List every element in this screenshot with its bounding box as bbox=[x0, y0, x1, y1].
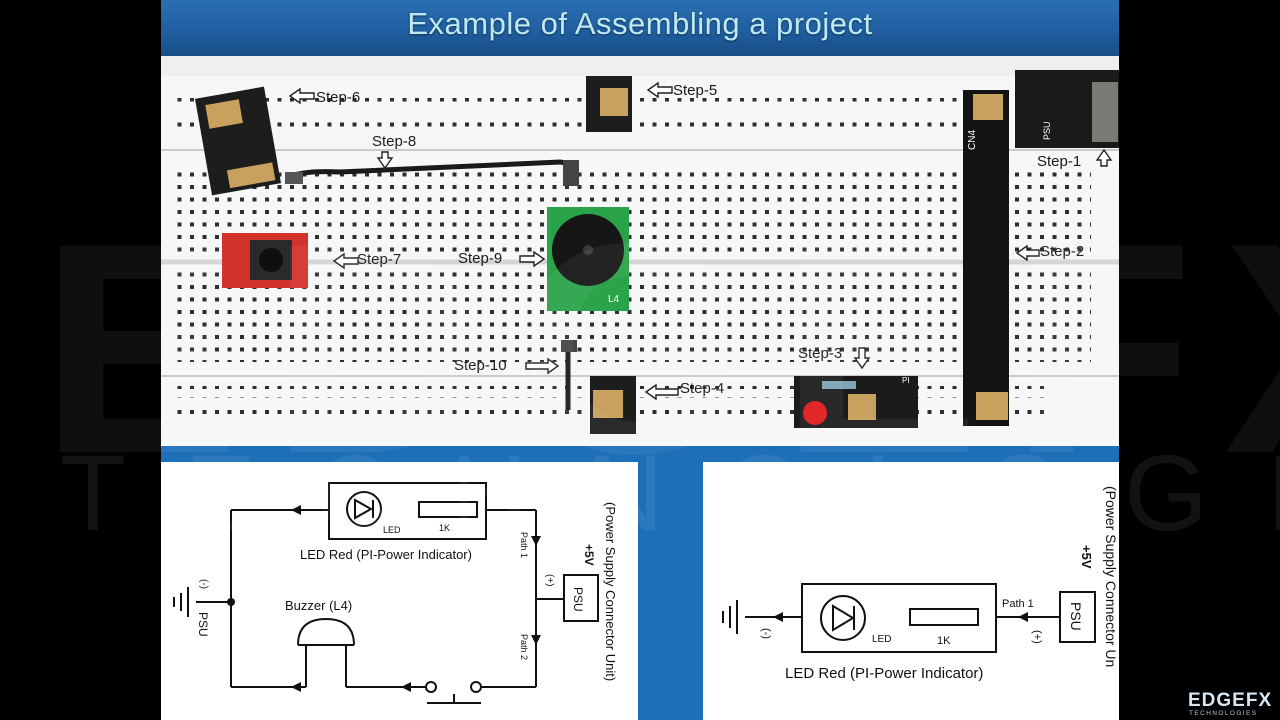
step-10-label: Step-10 bbox=[454, 357, 507, 374]
d1-plus: (+) bbox=[544, 574, 555, 587]
jumper-wire bbox=[286, 159, 573, 181]
components-layer: L4 CN4 PSU PI bbox=[195, 70, 1119, 434]
d2-psu-box-label: PSU bbox=[1068, 602, 1084, 631]
psu-board-label: PSU bbox=[1042, 121, 1052, 140]
step-4-arrow bbox=[644, 383, 679, 401]
cn-board-step6 bbox=[195, 86, 281, 196]
logo-text: EDGEFX bbox=[1188, 690, 1273, 711]
step-7-arrow bbox=[332, 252, 359, 270]
l4-label: L4 bbox=[608, 294, 620, 305]
step-7-label: Step-7 bbox=[357, 251, 401, 268]
step-6-label: Step-6 bbox=[316, 89, 360, 106]
pi-label: PI bbox=[902, 376, 910, 385]
step-3-arrow bbox=[853, 347, 871, 370]
edgefx-logo: EDGEFX TECHNOLOGIES bbox=[1188, 690, 1276, 718]
d2-led-caption: LED Red (PI-Power Indicator) bbox=[785, 665, 983, 682]
step-4-label: Step-4 bbox=[680, 380, 724, 397]
circuit-diagram-1: LED Red (PI-Power Indicator) LED 1K +5V … bbox=[161, 462, 638, 720]
psu-board: PSU bbox=[1015, 70, 1119, 148]
slide-title: Example of Assembling a project bbox=[407, 6, 873, 41]
cn1-board-top bbox=[586, 76, 632, 132]
step-1-arrow bbox=[1095, 148, 1113, 167]
d1-buzzer-label: Buzzer (L4) bbox=[285, 598, 352, 613]
step-3-label: Step-3 bbox=[798, 345, 842, 362]
d1-plus5v: +5V bbox=[582, 544, 596, 566]
step-5-label: Step-5 bbox=[673, 82, 717, 99]
step-10-arrow bbox=[525, 357, 560, 375]
step-1-label: Step-1 bbox=[1037, 153, 1081, 170]
d1-path2: Path 2 bbox=[519, 634, 529, 660]
d2-led-label: LED bbox=[872, 634, 891, 645]
title-bar: Example of Assembling a project bbox=[161, 0, 1119, 56]
d1-minus: (-) bbox=[198, 579, 209, 589]
step-8-arrow bbox=[376, 151, 394, 170]
d1-res-label: 1K bbox=[439, 523, 450, 533]
buzzer-board: L4 bbox=[547, 207, 629, 311]
d1-psu-box-label: PSU bbox=[571, 587, 585, 612]
step-6-arrow bbox=[288, 87, 315, 105]
logo-subtext: TECHNOLOGIES bbox=[1189, 710, 1258, 717]
d1-psu-left: PSU bbox=[196, 612, 210, 637]
d2-res-label: 1K bbox=[937, 635, 951, 647]
d1-led-caption: LED Red (PI-Power Indicator) bbox=[300, 547, 472, 562]
led-board: PI bbox=[794, 376, 918, 428]
short-wire-top bbox=[561, 340, 577, 352]
watermark-tagline: TECHNOLOGIES bbox=[60, 432, 1280, 553]
d2-path1: Path 1 bbox=[1002, 598, 1034, 610]
d1-led-label: LED bbox=[383, 525, 401, 535]
cn4-label: CN4 bbox=[967, 130, 978, 150]
cn4-strip: CN4 bbox=[963, 90, 1009, 426]
step-2-arrow bbox=[1015, 244, 1040, 262]
step-8-label: Step-8 bbox=[372, 133, 416, 150]
d2-plus: (+) bbox=[1031, 630, 1043, 644]
step-9-label: Step-9 bbox=[458, 250, 502, 267]
watermark-logo: EDGEFX bbox=[40, 180, 1280, 516]
d2-minus: (-) bbox=[760, 628, 772, 639]
wire-end-right bbox=[563, 160, 579, 186]
push-button-board bbox=[222, 233, 308, 288]
circuit-diagram-2: LED Red (PI-Power Indicator) LED 1K Path… bbox=[703, 462, 1119, 720]
d1-path1: Path 1 bbox=[519, 532, 529, 558]
step-9-arrow bbox=[519, 250, 546, 268]
d2-plus5v: +5V bbox=[1079, 545, 1094, 569]
step-5-arrow bbox=[646, 81, 673, 99]
wire-end-left bbox=[285, 172, 303, 184]
step-2-label: Step-2 bbox=[1040, 243, 1084, 260]
d1-psu-unit: (Power Supply Connector Unit) bbox=[603, 502, 618, 681]
cn1-board-bottom bbox=[590, 376, 636, 434]
d2-psu-unit: (Power Supply Connector Un bbox=[1103, 486, 1119, 667]
breadboard-photo bbox=[161, 56, 1119, 446]
